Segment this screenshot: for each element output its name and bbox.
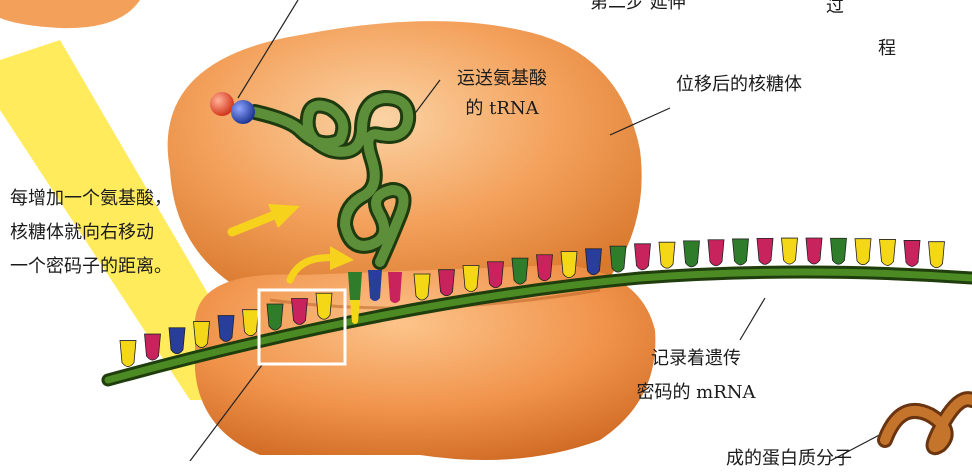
mrna-label-line1: 记录着遗传: [616, 346, 776, 372]
base-magenta: [537, 255, 553, 281]
anticodon-blue: [368, 270, 382, 301]
base-yellow: [659, 242, 675, 268]
anticodon-magenta: [388, 272, 402, 303]
amino-acid-blue: [231, 100, 255, 124]
base-yellow: [929, 242, 945, 268]
process-char-1: 过: [826, 0, 844, 20]
base-green: [512, 258, 528, 284]
base-green: [267, 304, 283, 330]
base-yellow: [414, 274, 430, 300]
base-magenta: [708, 240, 724, 266]
base-blue: [586, 249, 602, 275]
base-yellow: [561, 252, 577, 278]
step-text: 第二步 延伸: [590, 0, 686, 16]
protein-fragment: [885, 399, 972, 447]
base-yellow: [120, 341, 136, 367]
base-yellow: [782, 238, 798, 264]
base-magenta: [439, 270, 455, 296]
base-yellow: [880, 239, 896, 265]
base-magenta: [806, 238, 822, 264]
base-magenta: [757, 238, 773, 264]
base-green: [684, 241, 700, 267]
base-magenta: [904, 240, 920, 266]
base-magenta: [145, 334, 161, 360]
bottom-fragment-label: 成的蛋白质分子: [726, 446, 852, 472]
shift-note-line1: 每增加一个氨基酸，: [10, 186, 172, 212]
trna-label-line2: 的 tRNA: [442, 96, 562, 122]
trna-label-line1: 运送氨基酸: [442, 66, 562, 92]
shift-note-line2: 核糖体就向右移动: [10, 220, 154, 246]
ribosome-fragment-top: [0, 0, 140, 28]
base-magenta: [635, 244, 651, 270]
base-green: [831, 238, 847, 264]
base-yellow: [855, 239, 871, 265]
base-magenta: [488, 262, 504, 288]
mrna-label-line2: 密码的 mRNA: [616, 380, 776, 406]
base-blue: [218, 316, 234, 342]
base-yellow: [463, 266, 479, 292]
shift-note-line3: 一个密码子的距离。: [10, 254, 172, 280]
base-green: [610, 246, 626, 272]
base-yellow: [243, 310, 259, 336]
base-blue: [169, 328, 185, 354]
leader-mrna: [740, 298, 765, 340]
process-char-2: 程: [878, 36, 896, 62]
anticodon-green: [348, 272, 362, 303]
ribosome-label: 位移后的核糖体: [676, 72, 802, 98]
base-yellow: [194, 322, 210, 348]
base-yellow: [316, 293, 332, 319]
base-magenta: [292, 299, 308, 325]
base-green: [733, 239, 749, 265]
amino-acid-red: [210, 92, 234, 116]
